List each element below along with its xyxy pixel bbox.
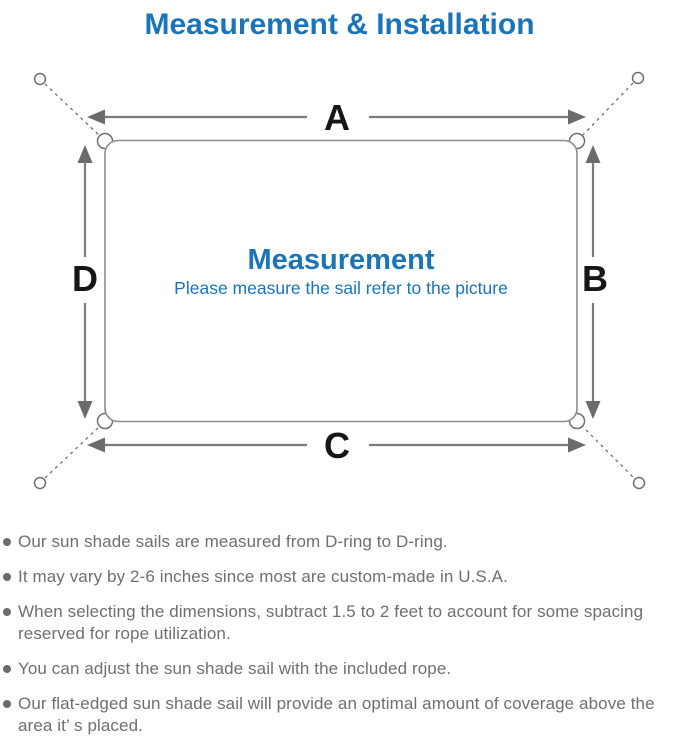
sail-outline bbox=[104, 139, 578, 423]
list-item: When selecting the dimensions, subtract … bbox=[3, 601, 665, 645]
anchor-ring-icon bbox=[632, 476, 646, 490]
page-title: Measurement & Installation bbox=[144, 8, 535, 41]
anchor-ring-icon bbox=[33, 72, 47, 86]
note-text: When selecting the dimensions, subtract … bbox=[18, 602, 644, 643]
rope-line-bottom-right bbox=[580, 424, 635, 479]
dimension-arrow-b: B bbox=[582, 145, 608, 419]
note-text: You can adjust the sun shade sail with t… bbox=[18, 659, 452, 678]
bullet-dot-icon bbox=[3, 573, 11, 581]
arrowhead-down-icon bbox=[77, 401, 93, 419]
anchor-rings bbox=[33, 71, 646, 490]
measurement-diagram: A C D bbox=[0, 60, 679, 520]
rope-line-top-left bbox=[44, 83, 102, 138]
arrowhead-right-icon bbox=[568, 437, 586, 453]
list-item: It may vary by 2-6 inches since most are… bbox=[3, 566, 665, 588]
rope-line-top-right bbox=[580, 82, 634, 138]
anchor-ring-icon bbox=[631, 71, 645, 85]
arrowhead-right-icon bbox=[568, 109, 586, 125]
dimension-arrow-a: A bbox=[87, 97, 586, 138]
list-item: Our sun shade sails are measured from D-… bbox=[3, 531, 665, 553]
label-a: A bbox=[324, 97, 350, 138]
dimension-arrow-c: C bbox=[87, 425, 586, 466]
bullet-dot-icon bbox=[3, 665, 11, 673]
label-c: C bbox=[324, 425, 350, 466]
note-text: It may vary by 2-6 inches since most are… bbox=[18, 567, 508, 586]
note-text: Our flat-edged sun shade sail will provi… bbox=[18, 694, 655, 735]
list-item: Our flat-edged sun shade sail will provi… bbox=[3, 693, 665, 737]
bullet-dot-icon bbox=[3, 538, 11, 546]
arrowhead-down-icon bbox=[585, 401, 601, 419]
arrowhead-up-icon bbox=[77, 145, 93, 163]
list-item: You can adjust the sun shade sail with t… bbox=[3, 658, 665, 680]
bullet-dot-icon bbox=[3, 608, 11, 616]
dimension-arrow-d: D bbox=[72, 145, 98, 419]
rope-lines bbox=[44, 82, 635, 479]
label-b: B bbox=[582, 258, 608, 299]
label-d: D bbox=[72, 258, 98, 299]
bullet-dot-icon bbox=[3, 700, 11, 708]
arrowhead-up-icon bbox=[585, 145, 601, 163]
sail-measurement-svg: A C D bbox=[33, 71, 646, 490]
center-title: Measurement bbox=[248, 244, 435, 276]
anchor-ring-icon bbox=[33, 476, 47, 490]
measurement-notes-list: Our sun shade sails are measured from D-… bbox=[0, 531, 679, 737]
sail-center-caption: Measurement Please measure the sail refe… bbox=[174, 244, 508, 298]
arrowhead-left-icon bbox=[87, 109, 105, 125]
arrowhead-left-icon bbox=[87, 437, 105, 453]
rope-line-bottom-left bbox=[44, 424, 102, 479]
center-subtitle: Please measure the sail refer to the pic… bbox=[174, 278, 508, 298]
note-text: Our sun shade sails are measured from D-… bbox=[18, 532, 448, 551]
